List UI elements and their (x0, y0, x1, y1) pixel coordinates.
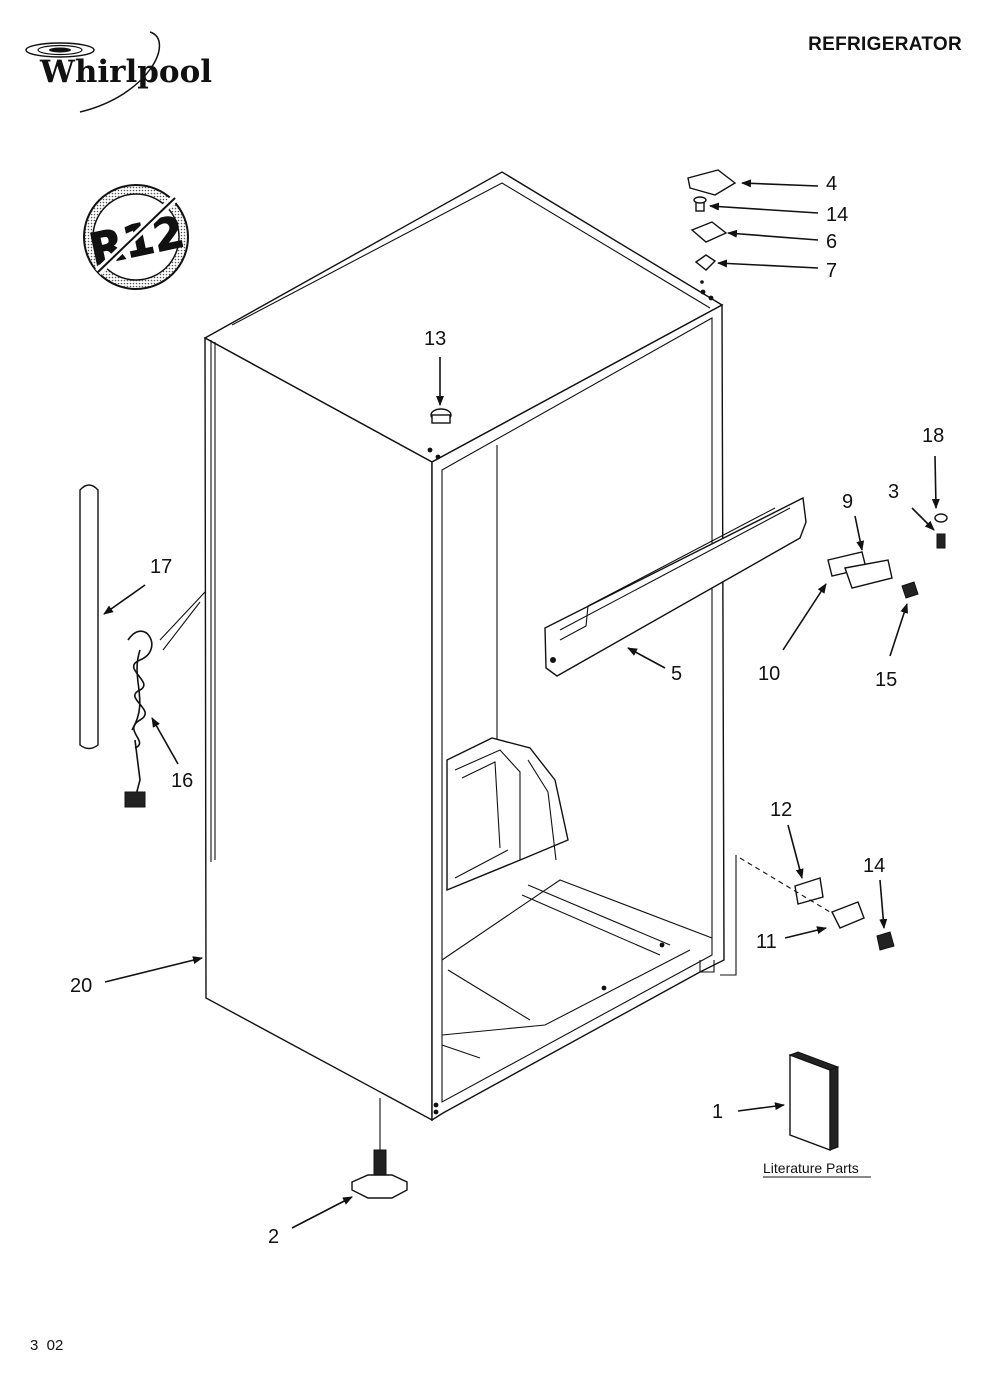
literature-parts-label: Literature Parts (763, 1160, 859, 1176)
part-3-bolt (936, 533, 946, 549)
part-2-leveling-leg (351, 1149, 408, 1199)
callout-12: 12 (770, 799, 792, 821)
callout-arrows (103, 179, 940, 1229)
part-11-bottom-hinge (831, 901, 865, 929)
part-15-screw (901, 581, 919, 599)
part-7-shim (694, 254, 717, 271)
part-18-washer (934, 513, 948, 523)
callout-5: 5 (671, 663, 682, 685)
callout-6: 6 (826, 231, 837, 253)
callout-15: 15 (875, 669, 897, 691)
callout-14-bottom: 14 (863, 855, 885, 877)
callout-18: 18 (922, 425, 944, 447)
callout-7: 7 (826, 260, 837, 282)
callout-20: 20 (70, 975, 92, 997)
callout-17: 17 (150, 556, 172, 578)
callout-3: 3 (888, 481, 899, 503)
callout-16: 16 (171, 770, 193, 792)
whirlpool-logo: Whirlpool (25, 31, 212, 113)
no-r12-badge: R12 (83, 184, 189, 290)
callout-13: 13 (424, 328, 446, 350)
callout-10: 10 (758, 663, 780, 685)
part-4-hinge-cover (687, 169, 737, 196)
callout-4: 4 (826, 173, 837, 195)
part-1-literature (788, 1051, 840, 1152)
callout-1: 1 (712, 1101, 723, 1123)
page-title: REFRIGERATOR (808, 34, 962, 55)
part-12-plate (794, 877, 824, 905)
part-13-plug (430, 408, 452, 424)
part-14-screw-top (693, 196, 707, 212)
brand-name: Whirlpool (39, 54, 212, 90)
part-10-hinge-plate (844, 559, 893, 589)
part-17-tube (79, 484, 99, 750)
part-6-top-hinge (690, 221, 728, 243)
refrigerator-cabinet (203, 171, 737, 1150)
callout-14-top: 14 (826, 204, 848, 226)
part-16-power-cord (124, 591, 206, 808)
part-14-screw-bottom (876, 931, 895, 951)
callout-2: 2 (268, 1226, 279, 1248)
footer-page-code: 3 02 (30, 1337, 64, 1354)
callout-11: 11 (756, 931, 777, 953)
callout-9: 9 (842, 491, 853, 513)
part-5-bracket (544, 496, 807, 677)
